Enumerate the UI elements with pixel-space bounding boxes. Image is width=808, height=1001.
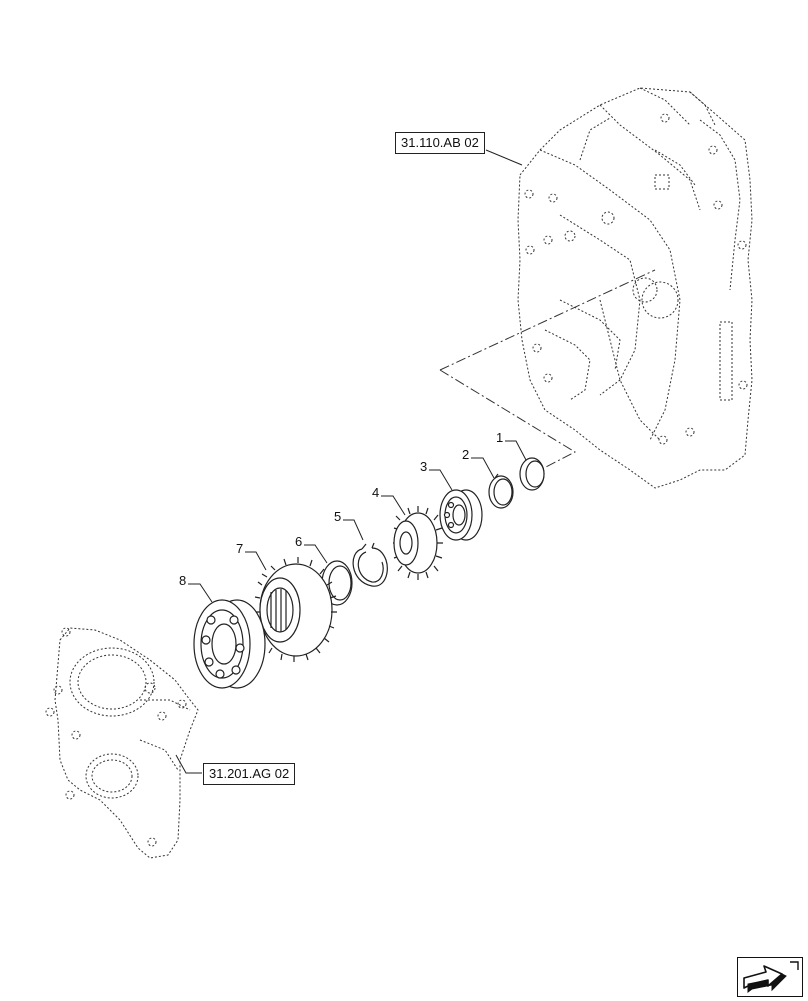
part-2-snap-ring — [488, 473, 514, 509]
callout-8: 8 — [179, 573, 187, 588]
part-1-ring — [519, 457, 545, 491]
reference-label-housing[interactable]: 31.110.AB 02 — [395, 132, 485, 154]
part-8-large-bearing — [193, 599, 266, 689]
callout-7: 7 — [236, 541, 244, 556]
installation-axis-line — [439, 269, 656, 471]
next-page-arrow-icon — [743, 961, 799, 993]
reference-label-cover[interactable]: 31.201.AG 02 — [203, 763, 296, 785]
callout-1: 1 — [496, 430, 504, 445]
callout-6: 6 — [295, 534, 303, 549]
part-3-bearing — [439, 489, 483, 541]
callout-5: 5 — [334, 509, 342, 524]
next-page-button[interactable] — [737, 957, 803, 997]
gear-cover-plate — [45, 627, 199, 859]
transmission-housing — [517, 87, 753, 489]
part-5-circlip — [352, 542, 388, 587]
callout-leaders — [175, 149, 527, 774]
part-4-small-gear — [393, 506, 443, 580]
callout-4: 4 — [372, 485, 380, 500]
part-7-large-gear — [254, 557, 337, 662]
callout-2: 2 — [462, 447, 470, 462]
callout-3: 3 — [420, 459, 428, 474]
